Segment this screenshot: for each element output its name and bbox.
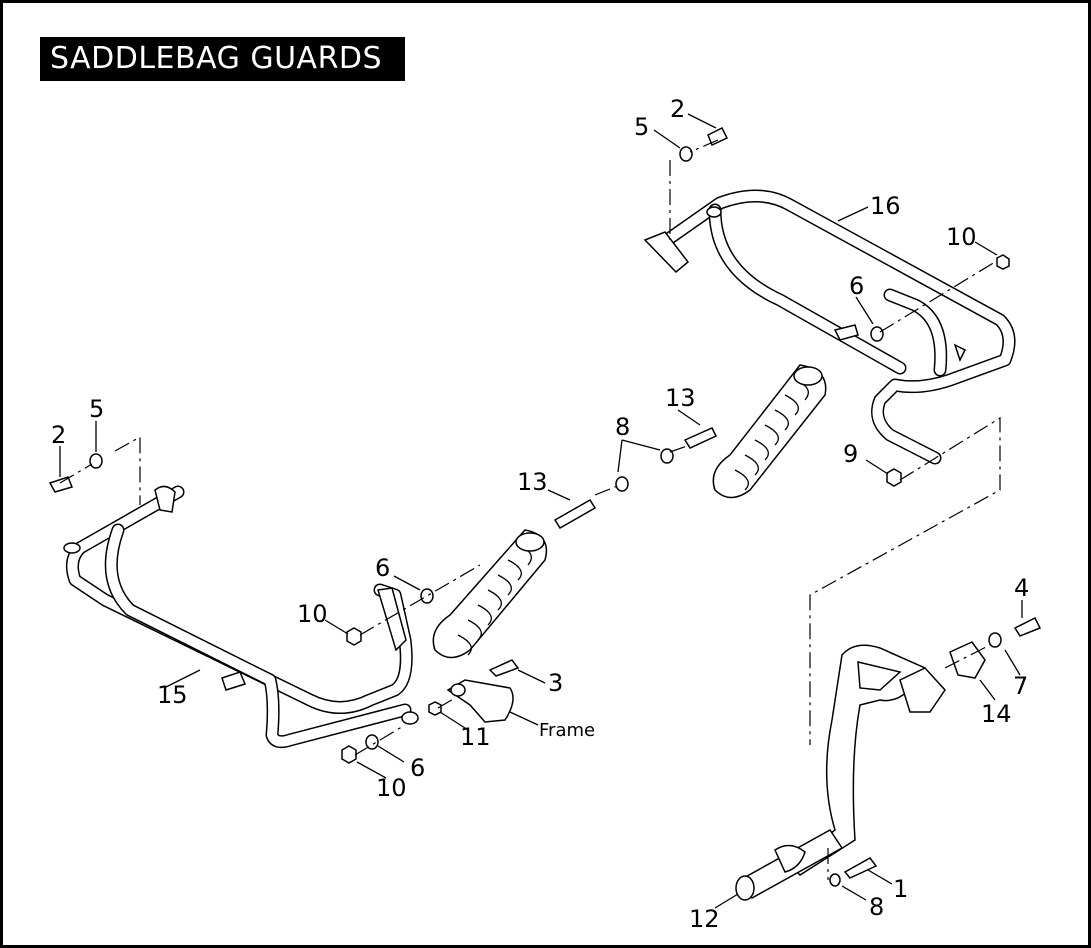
callout-2-left: 2 bbox=[51, 421, 66, 449]
callout-8-lower: 8 bbox=[869, 893, 884, 921]
frame-label: Frame bbox=[539, 720, 595, 741]
assembly-centerlines bbox=[59, 139, 1001, 880]
callout-4: 4 bbox=[1014, 574, 1029, 602]
callout-leaders bbox=[59, 113, 1023, 909]
callout-8-upper: 8 bbox=[615, 413, 630, 441]
callout-14: 14 bbox=[981, 700, 1012, 728]
callout-16: 16 bbox=[870, 192, 901, 220]
diagram-title: SADDLEBAG GUARDS bbox=[50, 41, 383, 76]
left-saddlebag-guard bbox=[63, 485, 419, 749]
callout-3: 3 bbox=[548, 669, 563, 697]
callout-5-right: 5 bbox=[634, 113, 649, 141]
right-saddlebag-guard bbox=[643, 189, 1016, 465]
callout-10-left-lower: 10 bbox=[376, 774, 407, 802]
callout-2-right: 2 bbox=[670, 95, 685, 123]
callout-9: 9 bbox=[843, 440, 858, 468]
callout-numbers: 2 5 16 10 6 13 8 9 13 2 5 6 10 15 3 11 F… bbox=[51, 95, 1029, 933]
footpeg-mount-bracket bbox=[735, 644, 927, 901]
callout-13-right: 13 bbox=[665, 384, 696, 412]
left-spring-bumper bbox=[432, 529, 548, 659]
right-spring-bumper bbox=[712, 364, 827, 499]
hardware bbox=[48, 126, 1042, 887]
callout-10-left-upper: 10 bbox=[297, 600, 328, 628]
callout-5-left: 5 bbox=[89, 395, 104, 423]
callout-7: 7 bbox=[1013, 672, 1028, 700]
callout-6-left-lower: 6 bbox=[410, 754, 425, 782]
frame-mount bbox=[446, 679, 514, 723]
callout-6-left-upper: 6 bbox=[375, 554, 390, 582]
callout-13-left: 13 bbox=[517, 468, 548, 496]
title-banner: SADDLEBAG GUARDS bbox=[40, 37, 405, 81]
callout-12: 12 bbox=[689, 905, 720, 933]
callout-6-right: 6 bbox=[849, 272, 864, 300]
callout-10-right: 10 bbox=[946, 223, 977, 251]
callout-15: 15 bbox=[157, 681, 188, 709]
callout-11: 11 bbox=[460, 723, 491, 751]
rubber-bumpers bbox=[899, 641, 986, 713]
callout-1: 1 bbox=[893, 875, 908, 903]
